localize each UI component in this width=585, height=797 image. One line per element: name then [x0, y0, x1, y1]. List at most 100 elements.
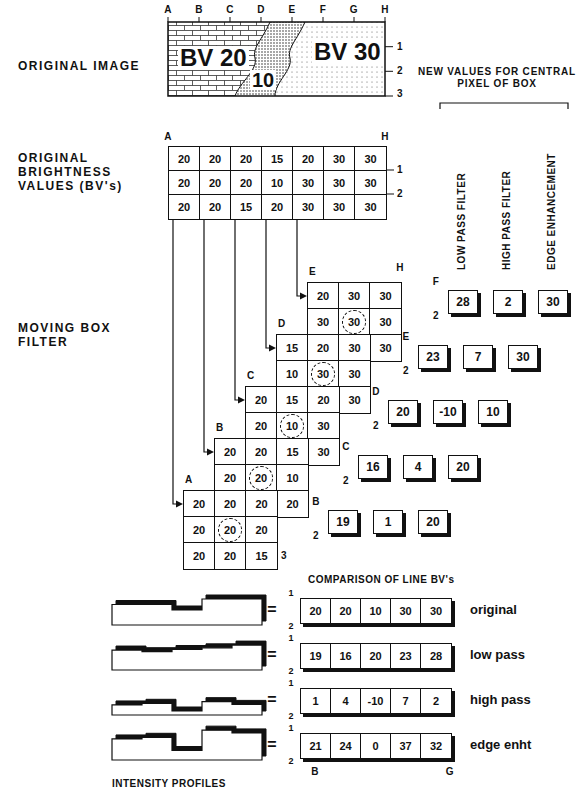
- result-value: 16: [366, 456, 379, 478]
- result-value: 4: [415, 456, 422, 478]
- row-letter: E: [402, 331, 409, 343]
- column-letter: A: [164, 4, 172, 16]
- value-cell: 30: [324, 195, 355, 219]
- value-cell: 30: [339, 335, 370, 361]
- column-letter: A: [164, 131, 172, 143]
- value-cell: 20: [246, 387, 277, 413]
- value-cell: 30: [355, 195, 386, 219]
- row-name: edge enht: [470, 738, 531, 753]
- result-value: 1: [385, 511, 392, 533]
- result-box: 20: [448, 455, 478, 479]
- value-cell: 37: [391, 734, 421, 758]
- row-tick: 3: [397, 88, 403, 100]
- value-cell: 20: [231, 147, 262, 171]
- value-cell: 20: [361, 644, 391, 668]
- result-value: 19: [336, 511, 349, 533]
- window-letter: C: [247, 370, 254, 381]
- connector-line: [266, 220, 270, 348]
- value-cell: 28: [421, 644, 451, 668]
- result-box: 16: [358, 455, 388, 479]
- column-heading: LOW PASS FILTER: [456, 173, 468, 270]
- value-cell: 30: [308, 309, 339, 335]
- row-letter: F: [433, 276, 440, 288]
- arrow-head: [207, 449, 214, 456]
- region-label: BV 20: [178, 46, 249, 70]
- value-cell: 1: [301, 689, 331, 713]
- arrow-head: [300, 293, 307, 300]
- row-tick: 2: [403, 365, 409, 377]
- value-cell: 10: [277, 413, 308, 439]
- result-box: 7: [463, 345, 493, 369]
- column-ticks: [168, 17, 385, 22]
- value-cell: 20: [308, 387, 339, 413]
- value-cell: 30: [339, 361, 370, 387]
- value-cell: 30: [421, 599, 451, 623]
- section-title: MOVING BOX FILTER: [18, 322, 158, 350]
- value-cell: 20: [200, 171, 231, 195]
- value-cell: 4: [331, 689, 361, 713]
- row-letter: B: [312, 496, 320, 508]
- row-letter: D: [372, 386, 380, 398]
- value-cell: 20: [169, 171, 200, 195]
- column-letter: G: [350, 4, 358, 16]
- value-cell: 20: [246, 413, 277, 439]
- result-box: 30: [508, 345, 538, 369]
- arrow-head: [269, 345, 276, 352]
- region-label: BV 30: [312, 40, 383, 64]
- value-grid: 2020201520303020202010303030202015203030…: [168, 146, 387, 220]
- value-cell: 10: [277, 465, 308, 491]
- dotted-region: [275, 22, 385, 96]
- result-value: 20: [456, 456, 469, 478]
- original-image: [168, 17, 393, 96]
- connector-line: [204, 220, 208, 452]
- value-cell: 20: [277, 491, 308, 517]
- value-cell: 19: [301, 644, 331, 668]
- result-value: 30: [546, 291, 559, 313]
- value-cell: 30: [324, 171, 355, 195]
- heading-bracket: [440, 103, 568, 109]
- value-cell: 20: [308, 283, 339, 309]
- row-name: high pass: [470, 693, 531, 708]
- intensity-profiles: [112, 595, 266, 760]
- result-box: 20: [388, 400, 418, 424]
- value-cell: 30: [355, 147, 386, 171]
- value-cell: 20: [301, 599, 331, 623]
- value-cell: 15: [262, 147, 293, 171]
- arrow-head: [238, 397, 245, 404]
- line-strip: 212403732: [300, 733, 452, 759]
- section-title: COMPARISON OF LINE BV's: [308, 574, 454, 586]
- column-letter: H: [381, 4, 389, 16]
- value-cell: 20: [184, 543, 215, 569]
- row-tick: 2: [288, 621, 293, 631]
- row-tick: 2: [288, 666, 293, 676]
- row-tick: 3: [281, 550, 287, 562]
- value-cell: 30: [324, 147, 355, 171]
- value-cell: 15: [277, 439, 308, 465]
- section-title: INTENSITY PROFILES: [112, 778, 226, 790]
- value-cell: 20: [215, 465, 246, 491]
- value-cell: 20: [308, 335, 339, 361]
- value-cell: 20: [169, 195, 200, 219]
- filter-window: A202020202020202015: [183, 490, 278, 570]
- value-cell: 20: [169, 147, 200, 171]
- result-value: 10: [486, 401, 499, 423]
- row-tick: 1: [397, 164, 403, 176]
- connector-line: [235, 220, 239, 400]
- result-box: 23: [418, 345, 448, 369]
- row-tick: 1: [288, 723, 293, 733]
- window-letter: B: [216, 422, 223, 433]
- value-cell: 20: [231, 171, 262, 195]
- value-cell: 20: [200, 147, 231, 171]
- value-cell: 20: [293, 147, 324, 171]
- column-heading: NEW VALUES FOR CENTRAL PIXEL OF BOX: [415, 66, 580, 89]
- row-letter: C: [342, 441, 350, 453]
- row-name: low pass: [470, 648, 525, 663]
- value-cell: 20: [215, 439, 246, 465]
- value-cell: 30: [308, 439, 339, 465]
- connector-arrow: [235, 220, 245, 404]
- connector-arrow: [297, 220, 307, 300]
- connector-arrow: [266, 220, 276, 352]
- arrow-head: [176, 501, 183, 508]
- row-ticks: [385, 47, 393, 96]
